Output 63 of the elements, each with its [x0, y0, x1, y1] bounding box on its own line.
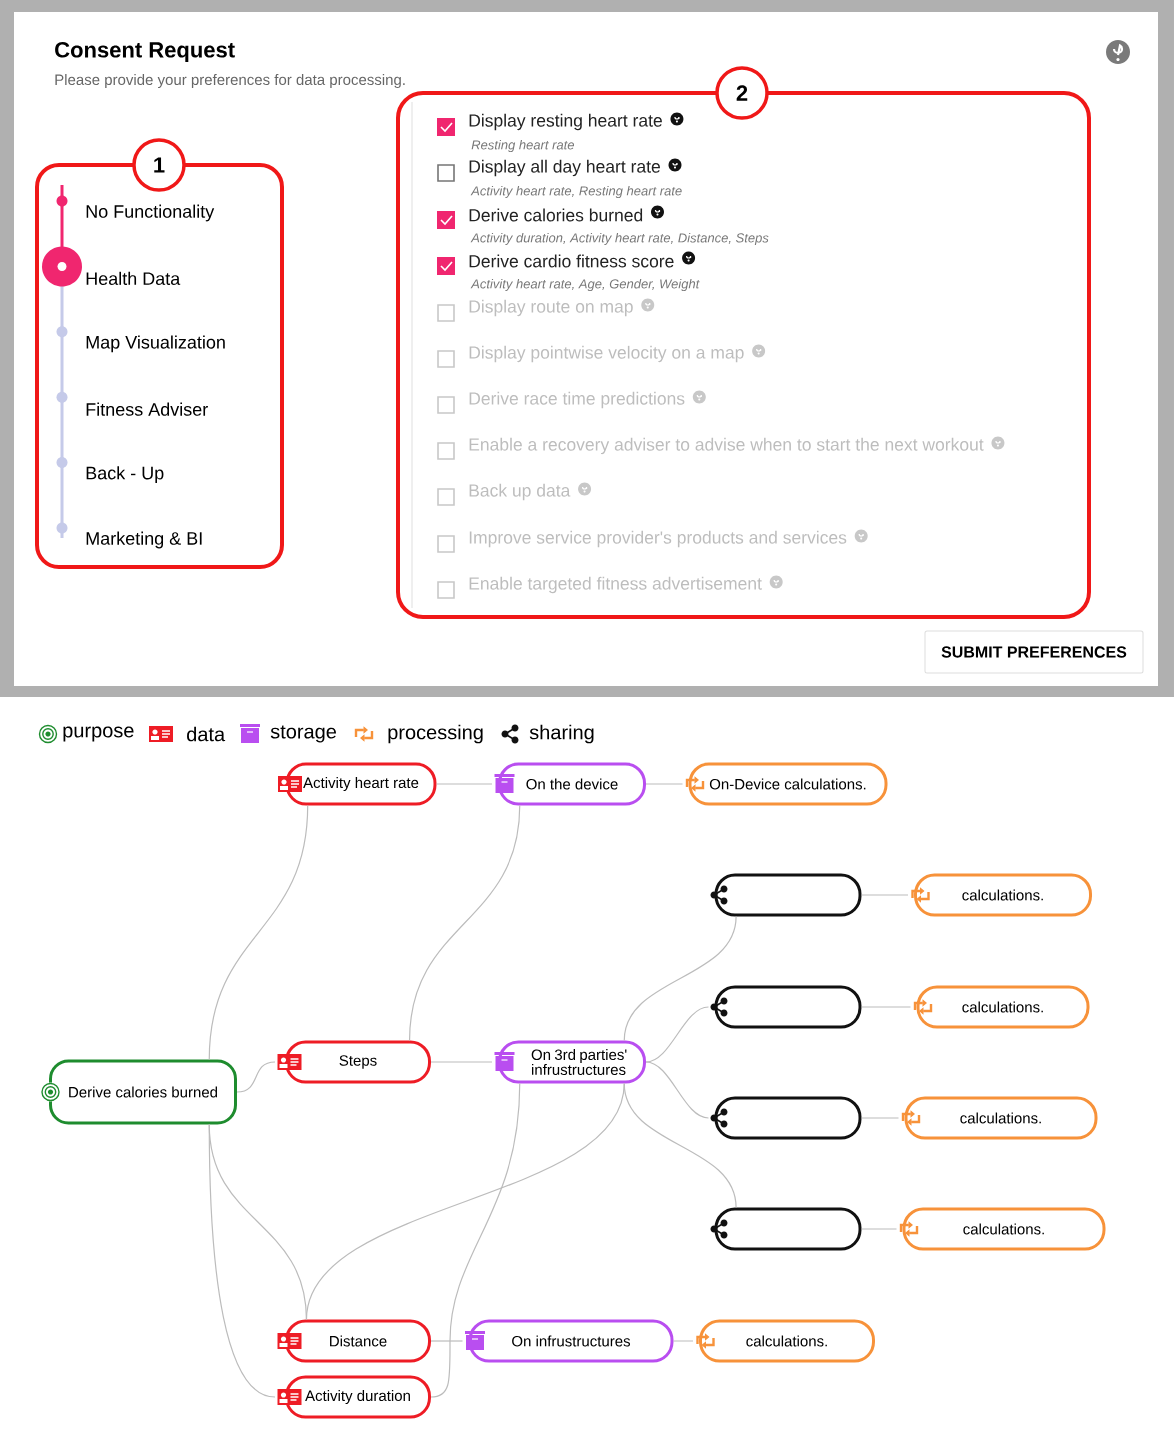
connector-line [408, 804, 521, 1042]
option-label: Enable a recovery adviser to advise when to start the next workout [469, 437, 984, 455]
node-label: On 3rd parties' infrustructures [531, 1049, 627, 1075]
node-label: Activity heart rate [303, 777, 419, 791]
subtitle: Please provide your preferences for data processing. [55, 74, 405, 88]
connector-line [236, 1061, 276, 1093]
legend-label: sharing [529, 724, 594, 744]
option-detail: Activity heart rate, Age, Gender, Weight [470, 278, 700, 292]
option-detail: Activity heart rate, Resting heart rate [470, 185, 682, 199]
connector-line [860, 1006, 912, 1008]
slider-label: Back - Up [86, 466, 164, 483]
option-label: Display pointwise velocity on a map [469, 345, 744, 363]
option-label: Derive race time predictions [469, 391, 685, 409]
connector-line [860, 1228, 898, 1230]
node-label: Steps [339, 1055, 377, 1069]
connector-line [430, 1082, 521, 1398]
legend-label: storage [270, 725, 336, 743]
connector-line [623, 915, 737, 1042]
option-detail: Resting heart rate [471, 139, 575, 153]
option-label: Derive cardio fitness score [469, 254, 674, 268]
node-label: Derive calories burned [69, 1086, 217, 1098]
connector-line [860, 1117, 900, 1119]
legend-label: processing [388, 724, 483, 744]
node-label: On-Device calculations. [709, 778, 866, 790]
option-label: Derive calories burned [469, 208, 643, 222]
slider-label: Fitness Adviser [86, 402, 208, 416]
connector-line [645, 783, 684, 785]
legend-label: data [187, 726, 226, 742]
option-detail: Activity duration, Activity heart rate, Distance, Steps [470, 232, 769, 246]
connector-line [435, 783, 493, 785]
connector-line [430, 1340, 464, 1342]
node-label: calculations. [962, 1001, 1043, 1013]
option-label: Back up data [469, 483, 571, 501]
connector-line [860, 894, 909, 896]
node-label: Activity duration [305, 1390, 410, 1404]
connector-line [623, 1082, 737, 1209]
option-label: Display route on map [469, 299, 633, 317]
node-label: calculations. [962, 889, 1043, 901]
connector-line [645, 1061, 710, 1119]
title: Consent Request [55, 42, 235, 62]
node-label: Distance [330, 1335, 387, 1347]
option-label: Enable targeted fitness advertisement [469, 576, 762, 594]
submit-button: SUBMIT PREFERENCES [924, 630, 1144, 674]
legend-label: purpose [63, 726, 134, 742]
connector-line [208, 804, 309, 1061]
slider-label: No Functionality [86, 204, 215, 222]
connector-line [645, 1006, 710, 1063]
node-label: On the device [526, 778, 618, 790]
callout-number: 2 [715, 66, 769, 120]
option-label: Improve service provider's products and services [469, 530, 847, 548]
node-label: On infrustructures [512, 1335, 631, 1347]
connector-line [672, 1340, 694, 1342]
option-label: Display resting heart rate [469, 113, 662, 131]
slider-label: Map Visualization [86, 335, 225, 353]
connector-line [305, 1082, 625, 1321]
connector-line [430, 1061, 493, 1063]
callout-number: 1 [132, 138, 186, 192]
node-label: calculations. [960, 1112, 1041, 1124]
slider-label: Health Data [86, 271, 181, 285]
node-label: calculations. [746, 1335, 827, 1347]
option-label: Display all day heart rate [469, 159, 660, 177]
slider-label: Marketing & BI [86, 531, 202, 549]
node-label: calculations. [963, 1223, 1044, 1235]
